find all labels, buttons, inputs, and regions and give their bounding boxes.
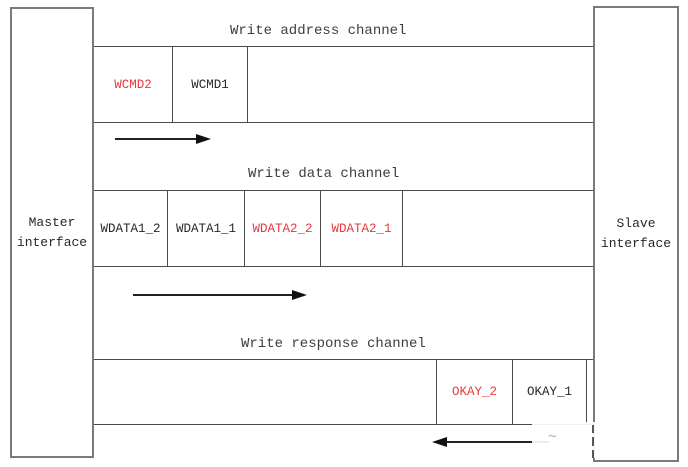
address-channel-arrow-right-icon: [196, 134, 211, 144]
watermark-squiggle: ~: [548, 429, 558, 446]
master-interface-box: Master interface: [10, 7, 94, 458]
cell-empty-data: [403, 191, 593, 266]
slave-interface-label-line2: interface: [600, 236, 672, 251]
watermark-border-dash: [592, 437, 594, 446]
response-channel-arrow-shaft: [446, 441, 549, 443]
write-response-channel-title: Write response channel: [241, 336, 426, 352]
slave-interface-box: Slave interface: [593, 6, 679, 462]
write-address-channel-title: Write address channel: [230, 23, 407, 39]
master-interface-label-line2: interface: [16, 234, 88, 250]
erased-watermark-blob: [532, 422, 598, 458]
address-channel-arrow-shaft: [115, 138, 197, 140]
cell-wdata2-1: WDATA2_1: [321, 191, 403, 266]
write-data-channel-title: Write data channel: [248, 166, 400, 182]
cell-okay-1: OKAY_1: [513, 360, 587, 424]
cell-wcmd1: WCMD1: [173, 47, 248, 122]
response-channel-arrow-left-icon: [432, 437, 447, 447]
slave-interface-label-line1: Slave: [616, 216, 656, 231]
cell-wcmd2: WCMD2: [94, 47, 173, 122]
master-interface-label-line1: Master: [28, 214, 76, 230]
cell-wdata1-2: WDATA1_2: [94, 191, 168, 266]
cell-empty-address: [248, 47, 593, 122]
cell-okay-2: OKAY_2: [437, 360, 513, 424]
watermark-border-dash: [592, 450, 594, 458]
write-response-channel-row: OKAY_2 OKAY_1: [94, 359, 593, 425]
data-channel-arrow-right-icon: [292, 290, 307, 300]
cell-sliver-response: [587, 360, 593, 424]
cell-empty-response: [94, 360, 437, 424]
write-address-channel-row: WCMD2 WCMD1: [94, 46, 593, 123]
cell-wdata2-2: WDATA2_2: [245, 191, 321, 266]
write-data-channel-row: WDATA1_2 WDATA1_1 WDATA2_2 WDATA2_1: [94, 190, 593, 267]
watermark-border-dash: [592, 425, 594, 433]
data-channel-arrow-shaft: [133, 294, 293, 296]
cell-wdata1-1: WDATA1_1: [168, 191, 245, 266]
